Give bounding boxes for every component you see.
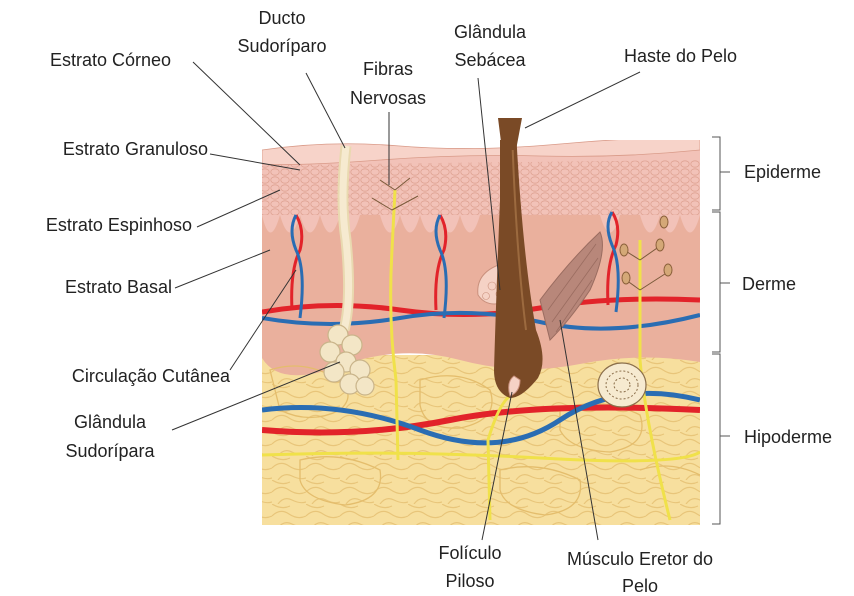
label-estrato-espinhoso: Estrato Espinhoso <box>46 215 192 235</box>
label-fibras-nervosas-2: Nervosas <box>350 88 426 108</box>
label-foliculo-piloso-1: Folículo <box>438 543 501 563</box>
label-ducto-sudoriparo-1: Ducto <box>258 8 305 28</box>
skin-block <box>262 130 700 525</box>
label-foliculo-piloso-2: Piloso <box>445 571 494 591</box>
label-musculo-eretor-1: Músculo Eretor do <box>567 549 713 569</box>
label-musculo-eretor-2: Pelo <box>622 576 658 596</box>
label-fibras-nervosas-1: Fibras <box>363 59 413 79</box>
label-estrato-corneo: Estrato Córneo <box>50 50 171 70</box>
label-ducto-sudoriparo-2: Sudoríparo <box>237 36 326 56</box>
layer-brackets <box>712 137 730 524</box>
label-circulacao-cutanea: Circulação Cutânea <box>72 366 231 386</box>
lamellar-corpuscle <box>598 363 646 407</box>
hair-shaft <box>498 118 522 150</box>
label-glandula-sebacea-2: Sebácea <box>454 50 526 70</box>
label-glandula-sebacea-1: Glândula <box>454 22 527 42</box>
label-estrato-granuloso: Estrato Granuloso <box>63 139 208 159</box>
label-glandula-sudoripara-1: Glândula <box>74 412 147 432</box>
label-epiderme: Epiderme <box>744 162 821 182</box>
label-haste-do-pelo: Haste do Pelo <box>624 46 737 66</box>
label-derme: Derme <box>742 274 796 294</box>
label-estrato-basal: Estrato Basal <box>65 277 172 297</box>
label-glandula-sudoripara-2: Sudorípara <box>65 441 155 461</box>
label-hipoderme: Hipoderme <box>744 427 832 447</box>
